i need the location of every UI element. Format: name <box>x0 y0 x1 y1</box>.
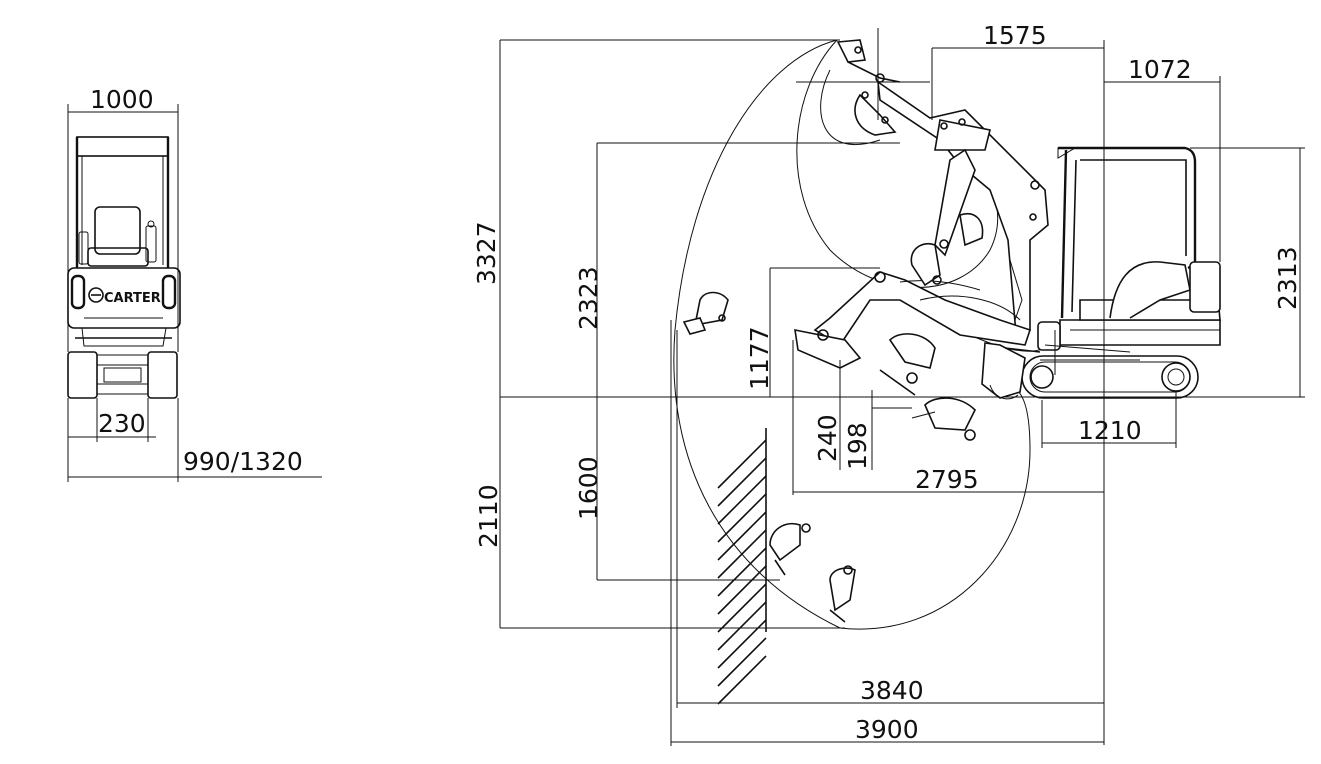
hatch-line <box>717 637 767 687</box>
front-view: CARTER 1000 230 990/1320 <box>67 85 322 482</box>
hatch-line <box>717 439 767 489</box>
dim-dig-depth: 2110 <box>474 484 503 548</box>
hatch-line <box>717 565 767 615</box>
bucket-deep-2 <box>829 565 856 623</box>
bucket-left <box>682 291 729 335</box>
dim-machine-height: 2313 <box>1273 246 1302 310</box>
dim-max-dump-height: 2323 <box>574 266 603 330</box>
ground <box>500 396 1305 705</box>
bucket-mid-upper <box>910 213 984 287</box>
front-undercarriage <box>67 351 178 399</box>
dim-max-dig-height: 3327 <box>472 221 501 285</box>
front-dimensions: 1000 230 990/1320 <box>67 85 322 482</box>
front-seat <box>78 206 157 267</box>
dozer-blade <box>981 342 1041 400</box>
side-upper-structure <box>1037 146 1221 353</box>
dim-blade-drop: 198 <box>843 422 872 470</box>
dim-track-length: 1210 <box>1078 416 1142 445</box>
hatch-line <box>717 601 767 651</box>
dim-track-width: 230 <box>98 409 146 438</box>
boom-mid <box>794 271 1032 369</box>
dim-min-swing-radius: 2795 <box>915 465 979 494</box>
front-brand-label: CARTER <box>104 291 161 306</box>
hatch-line <box>717 457 767 507</box>
hatch-line <box>717 475 767 525</box>
hatch-line <box>717 655 767 705</box>
hatch-line <box>717 493 767 543</box>
hatch-line <box>717 511 767 561</box>
bucket-low <box>911 397 976 441</box>
dim-boom-offset: 1575 <box>983 21 1047 50</box>
dim-front-width: 1000 <box>90 85 154 114</box>
bucket-deep-1 <box>769 523 811 576</box>
dim-cab-offset: 1072 <box>1128 55 1192 84</box>
hatch-line <box>717 547 767 597</box>
dim-height-1177: 1177 <box>745 326 774 390</box>
dim-max-reach: 3900 <box>855 715 919 744</box>
front-cab <box>75 136 170 268</box>
dim-overall-width: 990/1320 <box>183 447 303 476</box>
bucket-mid <box>879 333 936 396</box>
boom-raised <box>877 80 1049 336</box>
side-undercarriage <box>1021 355 1199 399</box>
hatch-line <box>717 619 767 669</box>
bucket-top <box>836 39 901 136</box>
front-body: CARTER <box>67 267 181 347</box>
hatch-line <box>717 529 767 579</box>
side-view: 3327 2323 1177 2110 1600 240 198 <box>472 21 1305 746</box>
hatch-line <box>717 583 767 633</box>
dim-max-reach-ground: 3840 <box>860 676 924 705</box>
dim-vertical-wall-depth: 1600 <box>574 456 603 520</box>
side-dimensions: 3327 2323 1177 2110 1600 240 198 <box>472 21 1305 746</box>
centre-lines <box>796 28 1056 375</box>
dim-blade-lift: 240 <box>813 414 842 462</box>
